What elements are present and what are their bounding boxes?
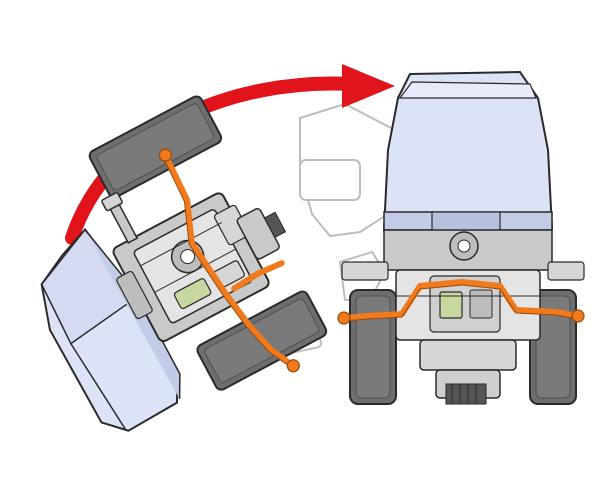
tilted-link-joint-bottom — [286, 359, 300, 373]
tilted-car — [40, 95, 328, 432]
upright-car — [337, 70, 585, 405]
upright-spur-gear — [445, 383, 487, 405]
upright-link-joint-right — [571, 309, 585, 323]
tilted-orange-link — [162, 152, 297, 369]
tilted-body-shell — [40, 228, 181, 432]
upright-link-joint-left — [337, 311, 351, 325]
tilted-upper-tire — [88, 95, 223, 199]
tilted-orange-link-outline — [162, 156, 291, 368]
tilted-antenna — [101, 192, 139, 244]
tilted-link-joint-top — [158, 148, 173, 162]
upright-orange-link — [341, 279, 581, 321]
upright-left-tire — [349, 289, 397, 405]
upright-orange-link-outline — [343, 284, 579, 322]
upright-body-shell — [382, 70, 554, 233]
tilted-hub — [236, 208, 287, 260]
upright-right-tire — [529, 289, 577, 405]
